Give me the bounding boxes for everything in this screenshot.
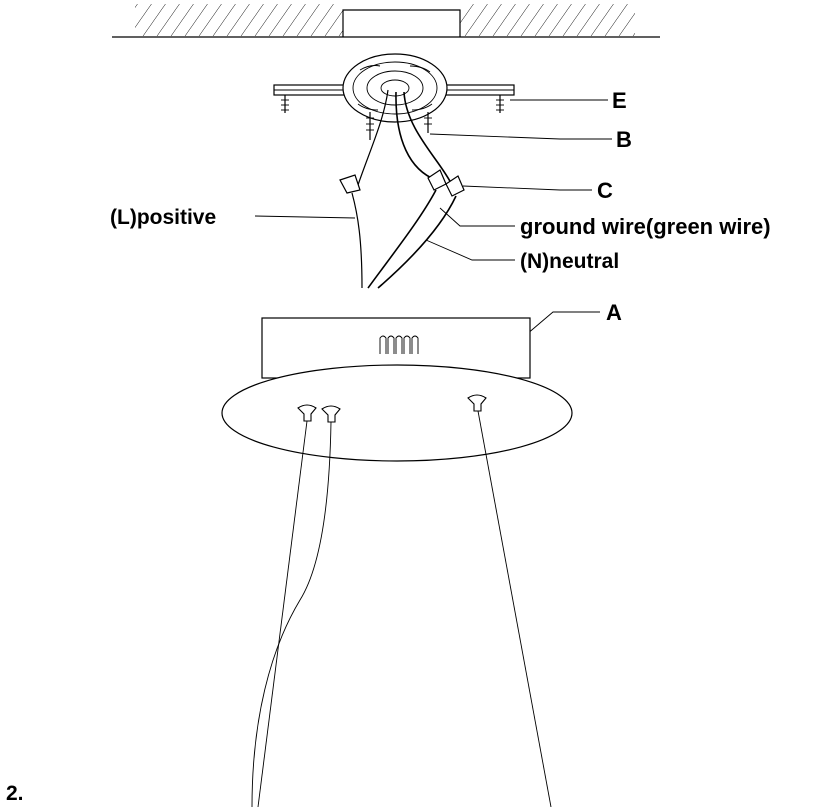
cable-grips (297, 394, 487, 423)
light-fixture (221, 317, 573, 462)
wire-connectors (339, 169, 465, 197)
terminal-block (379, 335, 419, 354)
suspension-cables (251, 410, 552, 807)
supply-wires (357, 89, 453, 186)
step-number: 2. (6, 782, 24, 805)
label-e: E (612, 88, 627, 113)
callout-lines (254, 99, 612, 341)
label-ground-wire: ground wire(green wire) (520, 214, 771, 239)
ceiling (112, 4, 660, 38)
label-b: B (616, 127, 632, 152)
label-c: C (597, 178, 613, 203)
fixture-wires (351, 189, 457, 289)
label-neutral: (N)neutral (520, 250, 619, 273)
label-a: A (606, 300, 622, 325)
mounting-bracket (273, 53, 515, 140)
label-positive: (L)positive (110, 206, 216, 229)
